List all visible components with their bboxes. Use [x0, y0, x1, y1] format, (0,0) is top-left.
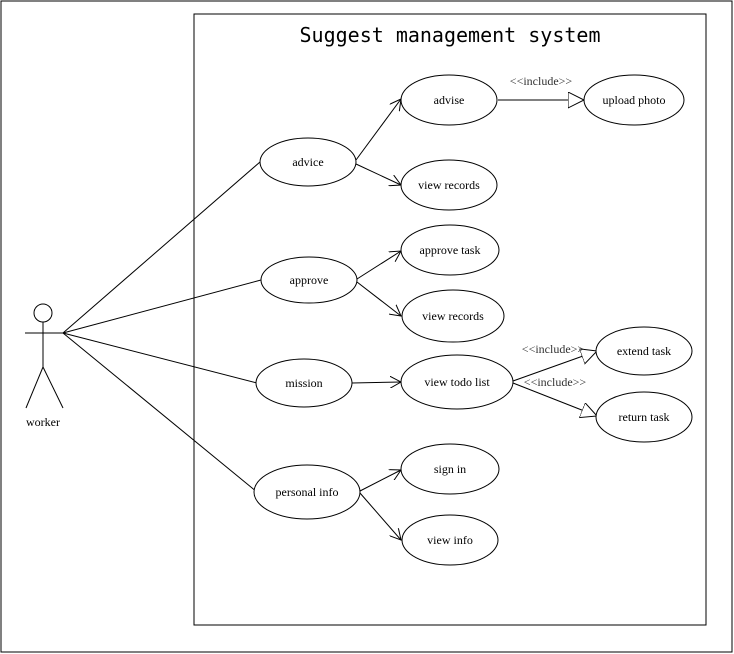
- link-advice-view-records: [355, 163, 401, 185]
- stereotype-include-extend: <<include>>: [522, 342, 585, 356]
- use-case-view-todo-list: view todo list: [400, 354, 514, 410]
- use-case-return-task: return task: [595, 391, 693, 443]
- use-case-extend-task-label: extend task: [617, 344, 671, 358]
- worker-actor: worker: [25, 303, 64, 429]
- stereotype-include-return: <<include>>: [524, 375, 587, 389]
- use-case-approve: approve: [260, 256, 358, 304]
- use-case-upload-photo-label: upload photo: [603, 93, 666, 107]
- system-boundary: [193, 13, 707, 626]
- link-personal-view-info: [359, 492, 401, 540]
- link-mission-view-todo: [351, 382, 401, 383]
- actor-left-leg: [25, 366, 44, 409]
- use-case-mission-label: mission: [285, 376, 322, 390]
- assoc-mission: [62, 332, 258, 384]
- use-case-return-task-label: return task: [619, 410, 670, 424]
- use-case-upload-photo: upload photo: [583, 74, 685, 126]
- include-return-task: [512, 382, 597, 416]
- assoc-advice: [62, 161, 261, 334]
- use-case-approve-task-label: approve task: [420, 243, 481, 257]
- link-personal-sign-in: [359, 470, 401, 492]
- stereotype-include-upload: <<include>>: [510, 74, 573, 88]
- use-case-advice-label: advice: [292, 155, 323, 169]
- use-case-approve-label: approve: [290, 273, 329, 287]
- use-case-view-info: view info: [401, 514, 499, 566]
- actor-label: worker: [26, 415, 60, 429]
- use-case-mission: mission: [255, 358, 353, 408]
- use-case-view-info-label: view info: [427, 533, 473, 547]
- actor-head: [33, 303, 53, 323]
- link-approve-approve-task: [356, 251, 401, 280]
- link-advice-advise: [355, 99, 401, 161]
- use-case-extend-task: extend task: [595, 326, 693, 376]
- use-case-advice: advice: [259, 137, 357, 187]
- use-case-advise: advise: [400, 74, 498, 126]
- system-title: Suggest management system: [299, 23, 600, 47]
- actor-right-leg: [42, 366, 64, 409]
- link-approve-view-records: [356, 281, 401, 316]
- use-case-sign-in-label: sign in: [434, 462, 466, 476]
- use-case-advise-label: advise: [434, 93, 465, 107]
- include-extend-task: [512, 351, 597, 382]
- use-case-view-todo-list-label: view todo list: [424, 375, 490, 389]
- use-case-sign-in: sign in: [400, 443, 500, 495]
- assoc-personal-info: [62, 332, 258, 493]
- use-case-personal-info-label: personal info: [276, 485, 339, 499]
- use-case-approve-task: approve task: [400, 224, 500, 276]
- use-case-personal-info: personal info: [253, 464, 361, 520]
- use-case-view-records-1: view records: [400, 159, 498, 211]
- use-case-view-records-2: view records: [401, 289, 505, 343]
- use-case-view-records-2-label: view records: [422, 309, 484, 323]
- use-case-view-records-1-label: view records: [418, 178, 480, 192]
- assoc-approve: [62, 279, 262, 334]
